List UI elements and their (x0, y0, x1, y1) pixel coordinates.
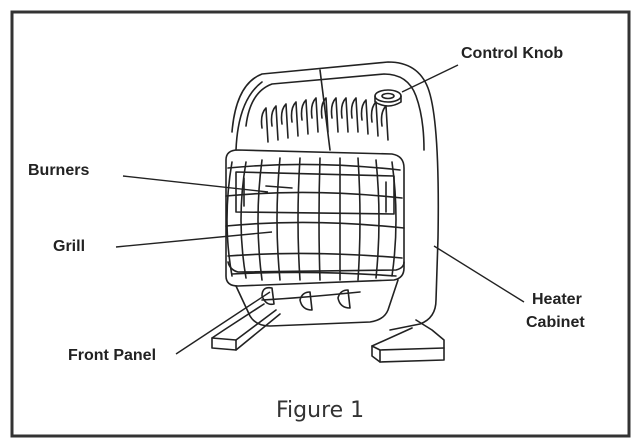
label-front-panel: Front Panel (68, 347, 157, 364)
label-heater-cabinet-line1: Heater (532, 291, 582, 308)
heater-feet (211, 303, 445, 363)
heater-cabinet (231, 61, 440, 331)
label-control-knob: Control Knob (461, 45, 564, 62)
leader-grill (115, 231, 273, 248)
figure-caption: Figure 1 (276, 398, 365, 423)
label-grill: Grill (53, 238, 86, 255)
grill (225, 157, 405, 281)
front-panel (227, 261, 405, 327)
label-burners: Burners (28, 162, 90, 179)
heater-illustration (211, 61, 445, 363)
leader-heater-cabinet (433, 245, 525, 303)
leader-burners (122, 175, 269, 193)
upper-vent-louvers (260, 97, 389, 143)
leader-lines (115, 64, 525, 355)
figure-border (10, 10, 631, 438)
leader-control-knob (401, 64, 459, 93)
label-heater-cabinet-line2: Cabinet (526, 314, 585, 331)
leader-front-panel (175, 291, 271, 355)
